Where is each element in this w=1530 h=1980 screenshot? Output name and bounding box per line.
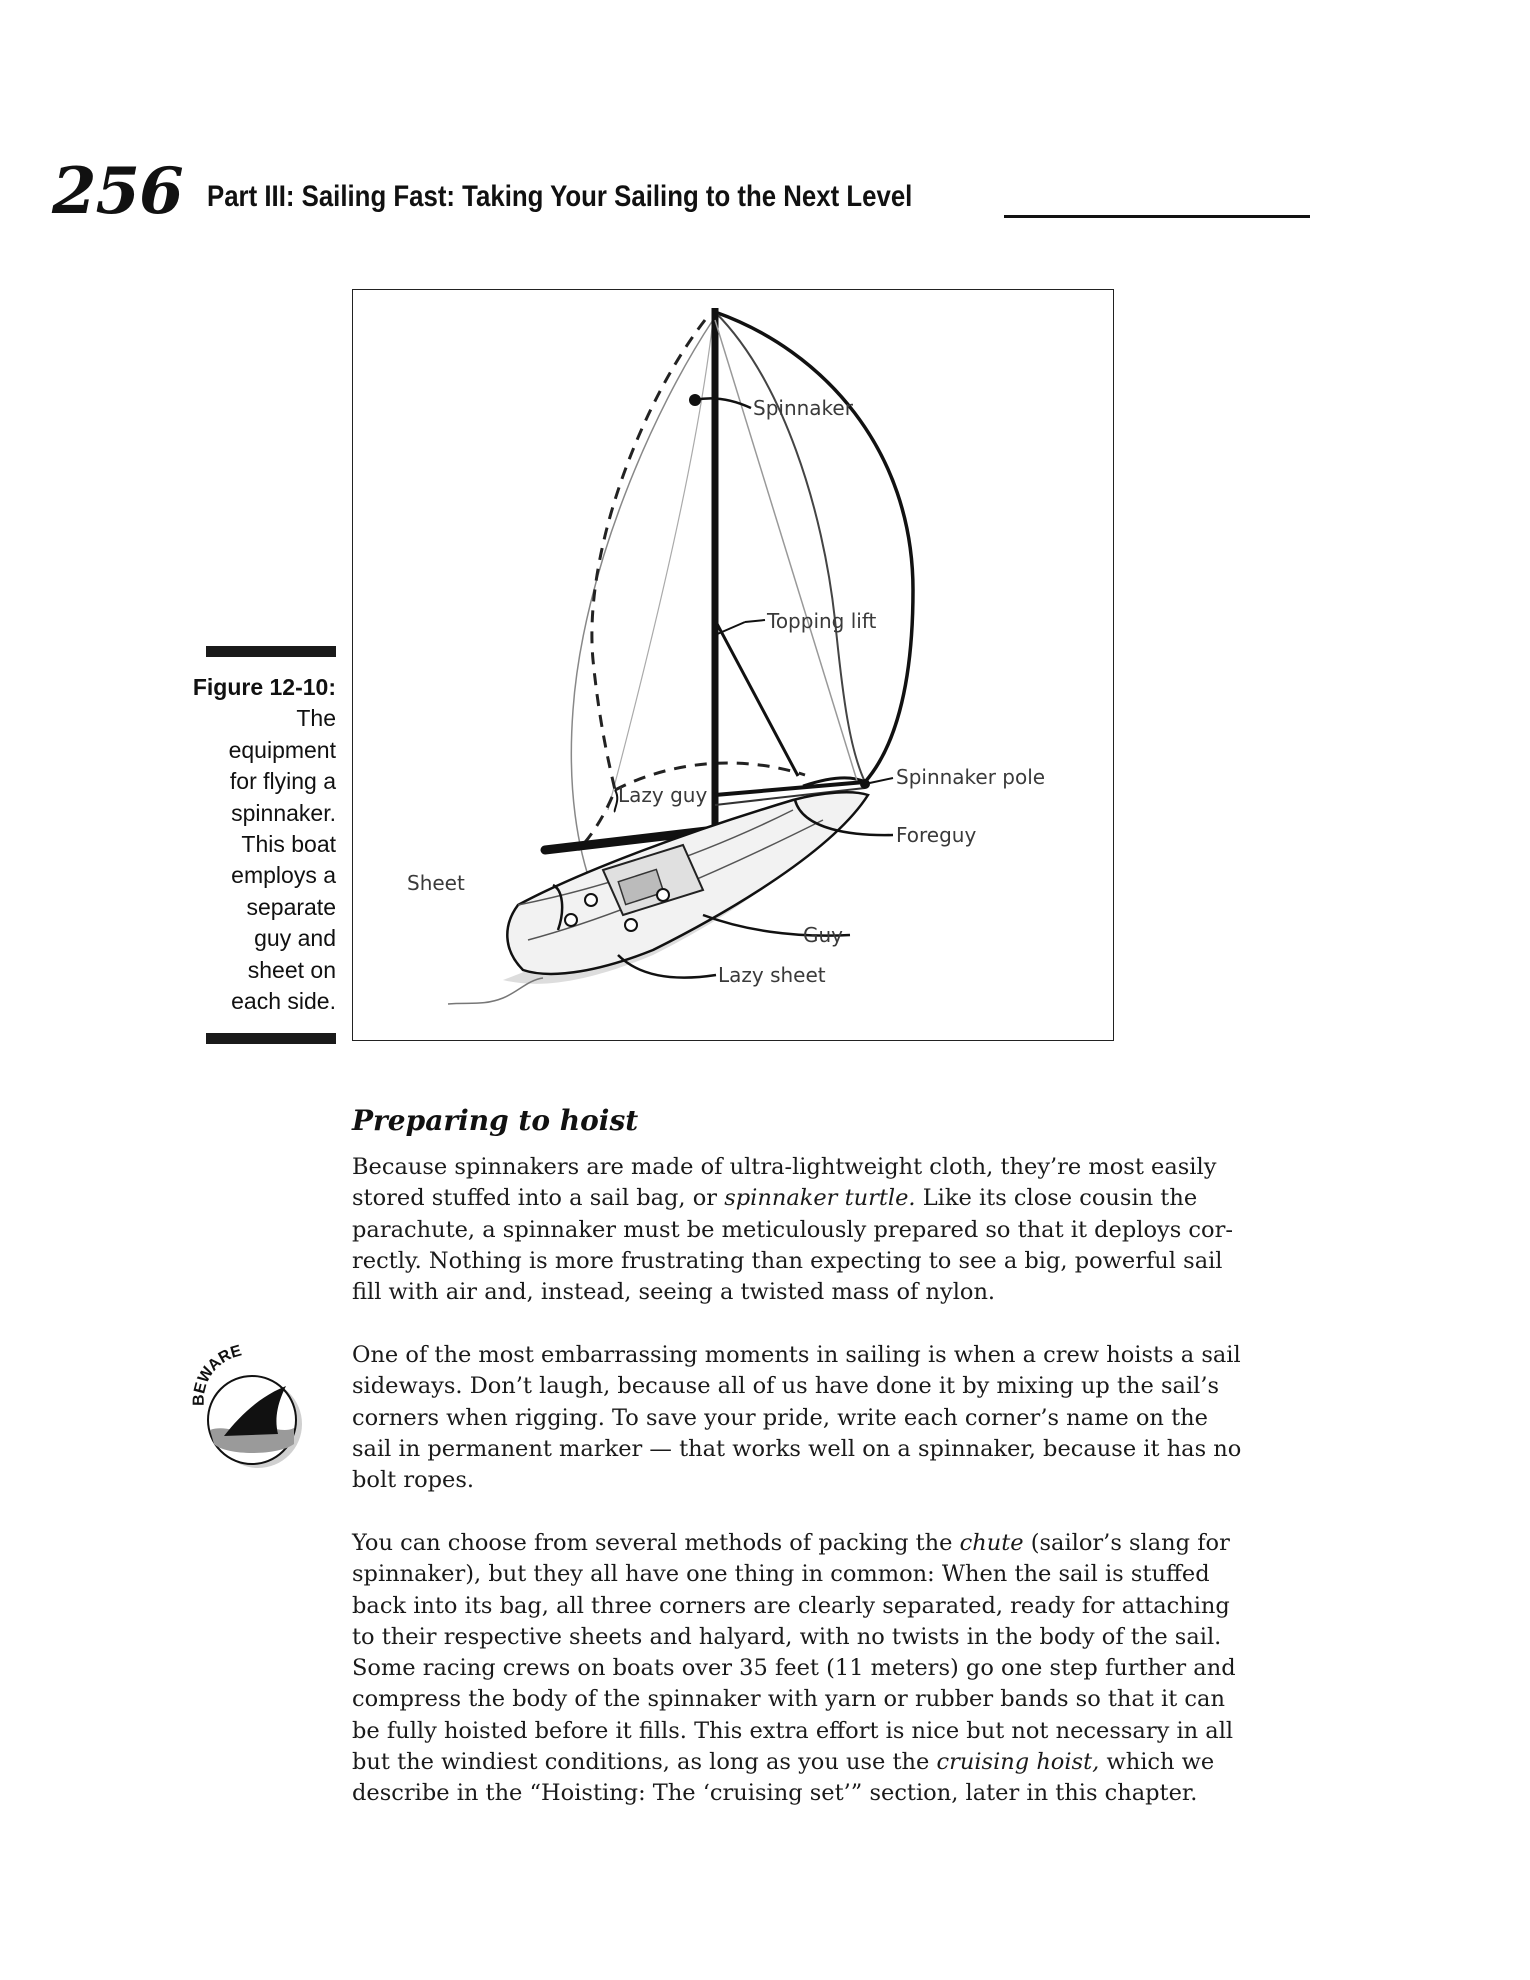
text-line: Some racing crews on boats over 35 feet … bbox=[352, 1655, 1236, 1682]
guy-line bbox=[702, 913, 851, 937]
caption-line: The bbox=[296, 705, 336, 732]
caption-line: each side. bbox=[231, 988, 336, 1015]
cabin-window bbox=[617, 868, 665, 906]
text-line: sideways. Don’t laugh, because all of us… bbox=[352, 1373, 1220, 1400]
label-lazy-sheet: Lazy sheet bbox=[718, 963, 826, 987]
foreguy-line bbox=[793, 799, 894, 837]
text-run: Like its close cousin the bbox=[915, 1185, 1198, 1212]
label-spinnaker: Spinnaker bbox=[753, 396, 854, 420]
caption-line: sheet on bbox=[247, 956, 336, 983]
label-lazy-guy: Lazy guy bbox=[618, 783, 707, 807]
forestay bbox=[714, 319, 859, 785]
caption-bar-top bbox=[206, 646, 336, 657]
text-line: to their respective sheets and halyard, … bbox=[352, 1623, 1222, 1650]
text-line: You can choose from several methods of p… bbox=[352, 1528, 1312, 1559]
text-line: rectly. Nothing is more frustrating than… bbox=[352, 1247, 1223, 1274]
text-line: be fully hoisted before it fills. This e… bbox=[352, 1717, 1234, 1744]
topping-lift-line bbox=[713, 619, 800, 777]
lazy-sheet-line bbox=[617, 954, 717, 979]
label-topping-lift: Topping lift bbox=[766, 609, 877, 633]
paragraph-1: Because spinnakers are made of ultra-lig… bbox=[352, 1152, 1312, 1308]
shark-fin-icon bbox=[224, 1386, 286, 1436]
paragraph-3: You can choose from several methods of p… bbox=[352, 1528, 1312, 1810]
pole-lower bbox=[714, 787, 866, 806]
italic-term: spinnaker turtle. bbox=[724, 1185, 916, 1212]
text-run: but the windiest conditions, as long as … bbox=[352, 1749, 937, 1776]
label-foreguy: Foreguy bbox=[896, 823, 976, 847]
paragraph-2: One of the most embarrassing moments in … bbox=[352, 1340, 1312, 1496]
caption-line: spinnaker. bbox=[231, 799, 336, 826]
caption-line: employs a bbox=[231, 862, 336, 889]
spinnaker-luff bbox=[714, 310, 915, 784]
topping-lift-stub bbox=[714, 621, 746, 636]
header-rule bbox=[1004, 215, 1310, 218]
text-line: describe in the “Hoisting: The ‘cruising… bbox=[352, 1780, 1198, 1807]
lazy-guy-boom-line bbox=[614, 761, 806, 792]
lazy-guy-line bbox=[576, 319, 707, 852]
winch-3 bbox=[624, 918, 638, 932]
jib-leech bbox=[607, 319, 714, 811]
text-line: compress the body of the spinnaker with … bbox=[352, 1686, 1225, 1713]
winch-2 bbox=[564, 913, 578, 927]
text-run: which we bbox=[1099, 1749, 1215, 1776]
page-number: 256 bbox=[52, 154, 184, 229]
spinnaker-leech bbox=[714, 311, 866, 783]
wake-line bbox=[447, 977, 544, 1005]
spinnaker-leader bbox=[694, 397, 752, 410]
sheet-line bbox=[552, 883, 564, 931]
text-line: stored stuffed into a sail bag, or spinn… bbox=[352, 1183, 1312, 1214]
winch-1 bbox=[584, 893, 598, 907]
text-line: but the windiest conditions, as long as … bbox=[352, 1747, 1312, 1778]
label-spinnaker-pole: Spinnaker pole bbox=[896, 765, 1045, 789]
figure-number: Figure 12-10: bbox=[192, 674, 336, 700]
text-line: corners when rigging. To save your pride… bbox=[352, 1404, 1208, 1431]
caption-line: equipment bbox=[228, 736, 336, 763]
topping-lift-leader bbox=[744, 619, 766, 623]
text-line: bolt ropes. bbox=[352, 1467, 475, 1494]
figure-frame: Spinnaker Topping lift Spinnaker pole La… bbox=[352, 289, 1114, 1041]
label-guy: Guy bbox=[803, 923, 843, 947]
text-line: One of the most embarrassing moments in … bbox=[352, 1342, 1241, 1368]
jib-sail bbox=[570, 319, 714, 891]
text-line: spinnaker), but they all have one thing … bbox=[352, 1561, 1210, 1588]
running-title: Part III: Sailing Fast: Taking Your Sail… bbox=[207, 180, 913, 213]
spinnaker-diagram: Spinnaker Topping lift Spinnaker pole La… bbox=[407, 308, 1045, 1005]
caption-line: for flying a bbox=[229, 768, 336, 795]
text-run: (sailor’s slang for bbox=[1023, 1530, 1230, 1556]
pole-leader bbox=[864, 777, 894, 785]
italic-term: cruising hoist, bbox=[936, 1749, 1100, 1776]
figure-caption: Figure 12-10: The equipment for flying a… bbox=[190, 672, 336, 1017]
beware-icon: BEWARE bbox=[191, 1344, 302, 1468]
caption-line: guy and bbox=[254, 925, 336, 952]
text-line: back into its bag, all three corners are… bbox=[352, 1592, 1230, 1619]
caption-line: separate bbox=[246, 893, 336, 920]
text-run: You can choose from several methods of p… bbox=[352, 1530, 960, 1556]
winch-4 bbox=[656, 888, 670, 902]
caption-bar-bottom bbox=[206, 1033, 336, 1044]
caption-line: This boat bbox=[241, 831, 336, 858]
text-line: parachute, a spinnaker must be meticulou… bbox=[352, 1216, 1233, 1243]
section-heading: Preparing to hoist bbox=[352, 1104, 639, 1137]
text-line: Because spinnakers are made of ultra-lig… bbox=[352, 1154, 1217, 1180]
label-sheet: Sheet bbox=[407, 871, 465, 895]
spinnaker-pole bbox=[714, 780, 866, 797]
text-line: fill with air and, instead, seeing a twi… bbox=[352, 1279, 996, 1306]
text-line: sail in permanent marker — that works we… bbox=[352, 1435, 1242, 1462]
lazy-guy-leader bbox=[613, 789, 619, 813]
text-run: stored stuffed into a sail bag, or bbox=[352, 1185, 725, 1212]
italic-term: chute bbox=[959, 1530, 1024, 1556]
